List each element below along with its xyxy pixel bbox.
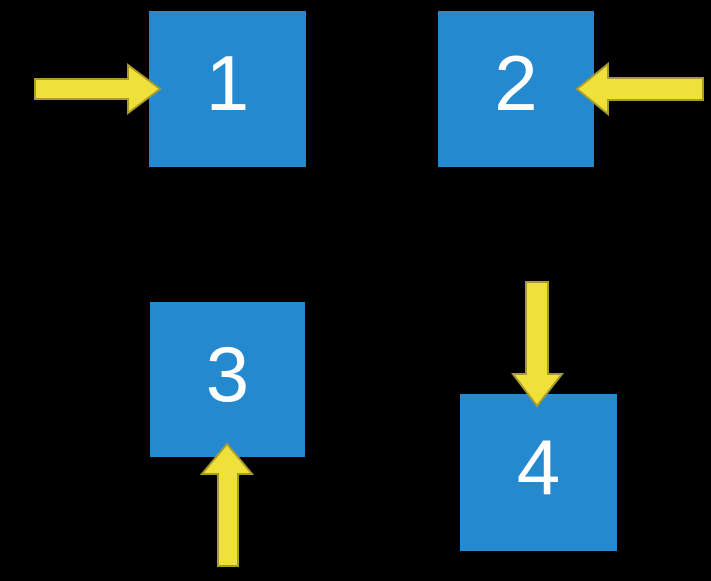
arrow-down-icon [511,281,565,408]
square-4: 4 [460,394,617,551]
arrow-left-icon [575,61,704,117]
square-1-label: 1 [205,39,250,127]
square-1: 1 [149,11,306,167]
square-2-label: 2 [494,39,538,127]
square-4-label: 4 [516,422,561,511]
square-3-label: 3 [205,329,250,418]
arrow-up-icon [199,442,255,567]
square-2: 2 [438,11,594,167]
arrow-right-icon [34,63,162,115]
square-3: 3 [150,302,305,457]
